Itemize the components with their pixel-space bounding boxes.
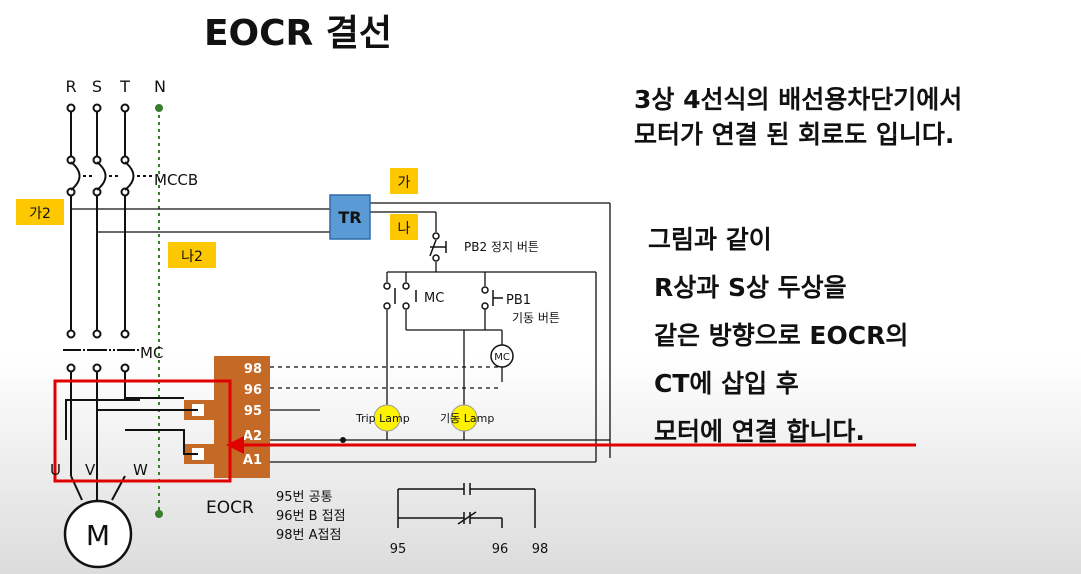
contact-note-98: 98번 A접점 [276,528,341,543]
explanation-line-1: 그림과 같이 [648,225,772,254]
description-line-1: 3상 4선식의 배선용차단기에서 [634,85,963,114]
description-line-2: 모터가 연결 된 회로도 입니다. [634,120,955,149]
eocr-terminal-a1: A1 [243,453,262,468]
label-na: 나 [398,221,411,237]
ct-highlight-box [53,379,232,483]
mc-aux-contact-icon [383,282,417,310]
control-wiring [71,202,611,463]
motor-icon [63,499,133,569]
label-na2: 나2 [181,249,203,265]
eocr-label: EOCR [206,498,254,518]
contact-diagram-98: 98 [532,542,549,557]
pb2-stop-button-icon [429,232,447,262]
eocr-terminal-95: 95 [244,404,262,419]
tr-label: TR [338,208,361,227]
explanation-line-5: 모터에 연결 합니다. [654,417,865,446]
highlight-arrow-head [226,436,244,454]
eocr-terminal-96: 96 [244,383,262,398]
eocr-contact-dashed [270,366,502,389]
terminal-w: W [133,461,148,479]
eocr-terminal-a2: A2 [243,429,262,444]
phase-lines [70,108,126,400]
neutral-line [155,104,163,518]
pb1-desc: 기동 버튼 [512,311,560,325]
contact-diagram-95: 95 [390,542,407,557]
junction-dot [340,437,346,443]
mc-coil-label: MC [494,352,510,363]
run-lamp-label: 기동 Lamp [440,412,494,425]
phase-terminals [66,103,130,373]
trip-lamp-icon [373,404,401,432]
mccb-breaker [70,161,152,191]
trip-lamp-label: Trip Lamp [355,412,410,425]
mc-label: MC [140,344,163,362]
label-ga: 가 [398,175,411,191]
pb1-label: PB1 [506,293,531,308]
eocr-box [214,356,270,478]
label-na-box [390,214,418,240]
contact-diagram-96: 96 [492,542,509,557]
diagram-title: EOCR 결선 [204,13,392,54]
contact-note-96: 96번 B 접점 [276,509,346,524]
contact-note-95: 95번 공통 [276,490,333,505]
phase-label-s: S [92,77,102,96]
mccb-label: MCCB [154,171,198,189]
phase-label-t: T [119,77,130,96]
label-ga2: 가2 [29,206,51,222]
terminal-v: V [85,461,96,479]
label-na2-box [168,242,216,268]
terminal-u: U [50,461,61,479]
pb2-label: PB2 정지 버튼 [464,240,539,254]
mc-aux-label: MC [424,291,444,306]
mc-coil-icon [490,344,514,368]
phase-label-n: N [154,77,166,96]
label-ga2-box [16,199,64,225]
explanation-line-3: 같은 방향으로 EOCR의 [654,321,909,350]
explanation-line-2: R상과 S상 두상을 [654,273,847,302]
motor-wiring [65,386,198,501]
tr-box [329,194,371,240]
explanation-line-4: CT에 삽입 후 [654,369,799,398]
pb1-start-button-icon [481,286,503,310]
eocr-terminal-98: 98 [244,362,262,377]
phase-label-r: R [65,77,76,96]
label-ga-box [390,168,418,194]
contact-diagram [397,483,536,528]
run-lamp-icon [450,404,478,432]
motor-label: M [86,519,110,552]
